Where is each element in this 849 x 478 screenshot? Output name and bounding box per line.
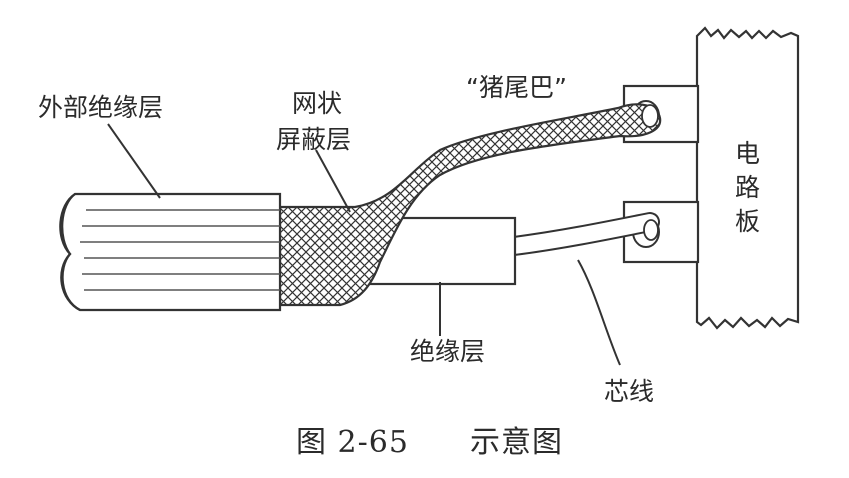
label-pigtail: “猪尾巴”	[466, 73, 567, 102]
leader-core-wire	[577, 259, 621, 366]
label-outer-insulation: 外部绝缘层	[38, 93, 163, 122]
label-core-wire: 芯线	[604, 377, 654, 406]
label-circuit-board-2: 路	[735, 173, 760, 202]
solder-pad-bottom	[622, 200, 700, 264]
label-insulation: 绝缘层	[410, 337, 485, 366]
outer-jacket	[59, 192, 282, 312]
label-circuit-board-3: 板	[735, 207, 760, 236]
core-wire	[504, 212, 660, 256]
caption-title: 示意图	[470, 425, 563, 460]
leader-lines	[107, 123, 621, 366]
braided-shield	[278, 103, 662, 307]
insulation-layer	[363, 216, 517, 286]
pigtail-end	[641, 104, 659, 128]
circuit-board	[695, 26, 800, 330]
leader-outer-insulation	[107, 123, 161, 199]
label-shield-line1: 网状	[292, 89, 342, 118]
label-circuit-board-1: 电	[735, 139, 760, 168]
caption-figure-number: 图 2-65	[296, 425, 409, 460]
label-shield-line2: 屏蔽层	[276, 125, 351, 154]
leader-shield	[315, 149, 351, 213]
